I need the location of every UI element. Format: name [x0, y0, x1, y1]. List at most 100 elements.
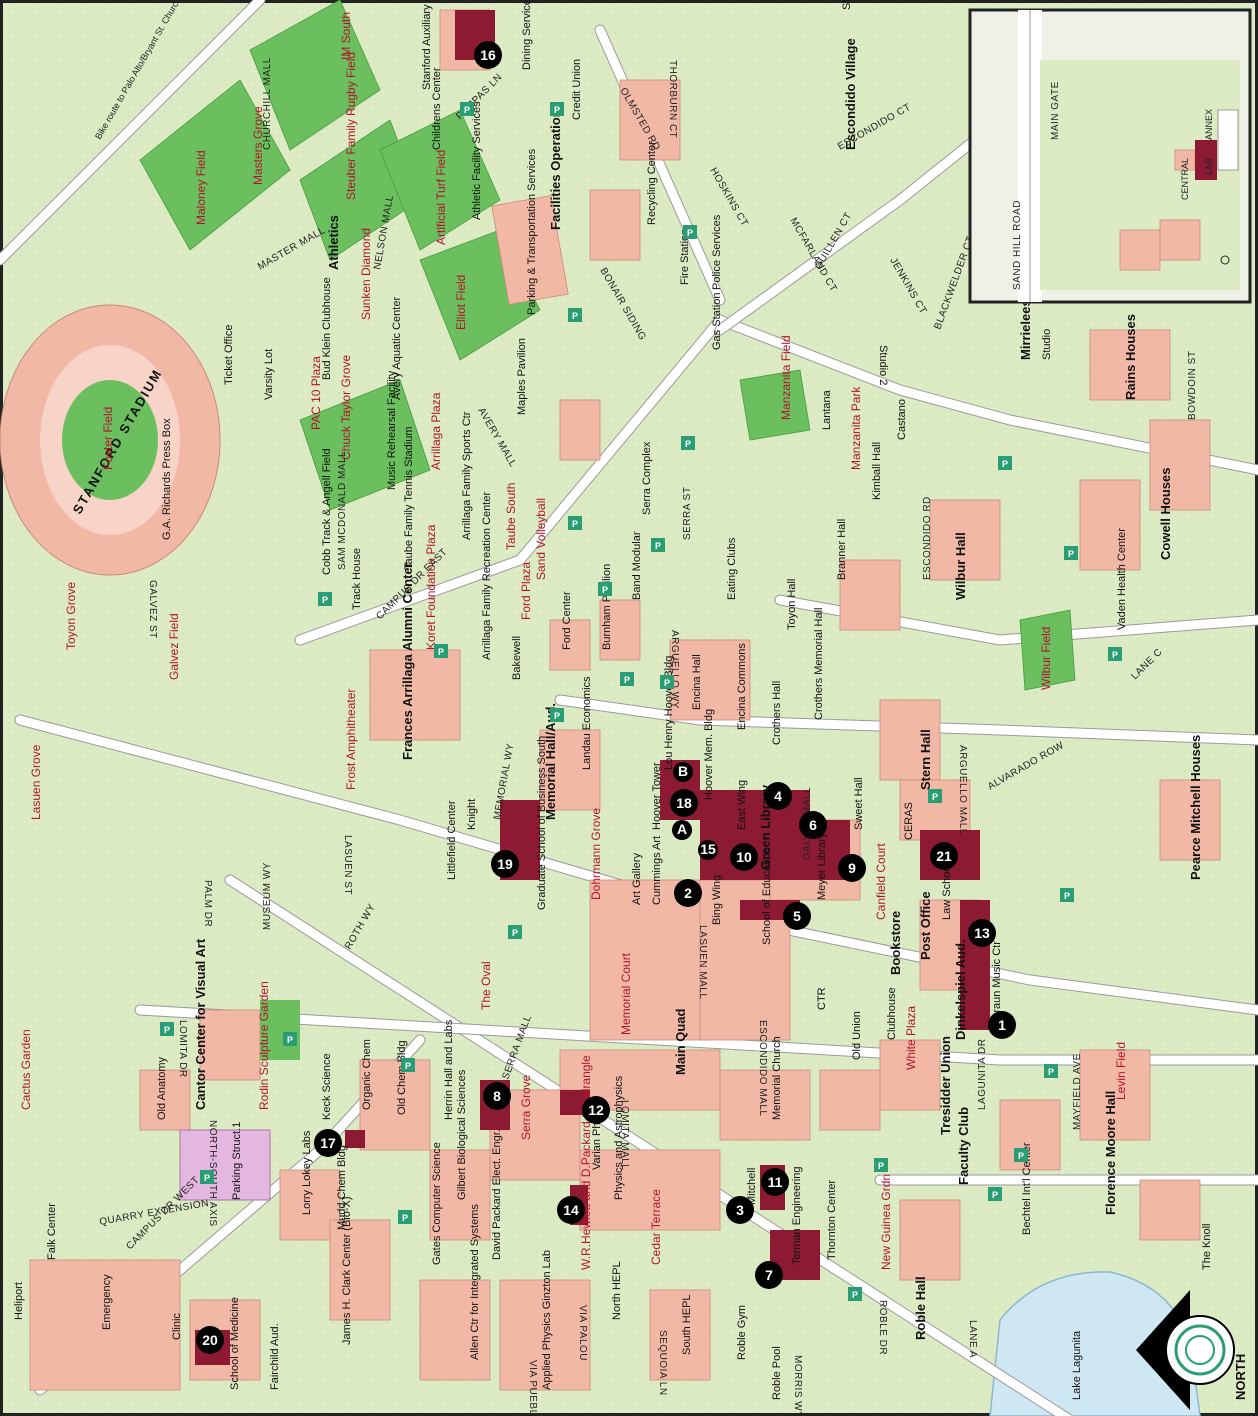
cedar-terrace-label[interactable]: Cedar Terrace: [649, 1189, 663, 1265]
toyon-hall-label[interactable]: Toyon Hall: [786, 579, 798, 630]
manzanita-park-label[interactable]: Manzanita Park: [849, 386, 863, 470]
credit-union-label[interactable]: Credit Union: [571, 59, 583, 120]
lorry-lokey-label[interactable]: Lorry Lokey Labs: [301, 1130, 313, 1215]
parking-trans-label[interactable]: Parking & Transportation Services: [526, 148, 538, 315]
marker-17[interactable]: 17: [314, 1129, 342, 1157]
mudd-chem-label[interactable]: Mudd Chem Bldg: [336, 1145, 348, 1230]
rodin-label[interactable]: Rodin Sculpture Garden: [257, 981, 271, 1110]
athletic-facility-label[interactable]: Athletic Facility Services: [471, 101, 483, 220]
police-label[interactable]: Police Services: [711, 214, 723, 290]
encina-hall-label[interactable]: Encina Hall: [691, 654, 703, 710]
fairchild-label[interactable]: Fairchild Aud.: [269, 1323, 281, 1390]
physics-astro-label[interactable]: Physics and Astrophysics: [613, 1075, 625, 1200]
ga-richards-label[interactable]: G.A. Richards Press Box: [161, 418, 173, 540]
parking-icon[interactable]: P: [434, 644, 448, 658]
pearce-mitchell-label[interactable]: Pearce Mitchell Houses: [1188, 735, 1203, 880]
mirrielees-label[interactable]: Mirrielees: [1018, 299, 1033, 360]
canfield-label[interactable]: Canfield Court: [874, 843, 888, 920]
studio-label[interactable]: Studio: [1041, 329, 1053, 360]
music-rehearsal-label[interactable]: Music Rehearsal Facility: [386, 370, 398, 490]
bakewell-label[interactable]: Bakewell: [511, 636, 523, 680]
marker-19[interactable]: 19: [491, 850, 519, 878]
parking-icon[interactable]: P: [1060, 888, 1074, 902]
hoover-tower-label[interactable]: Hoover Tower: [651, 762, 663, 830]
parking-icon[interactable]: P: [681, 436, 695, 450]
post-office-label[interactable]: Post Office: [918, 891, 933, 960]
braun-label[interactable]: Braun Music Ctr: [991, 941, 1003, 1020]
studio3-label[interactable]: Studio 3: [841, 0, 853, 10]
marker-21[interactable]: 21: [930, 842, 958, 870]
herrin-label[interactable]: Herrin Hall and Labs: [443, 1019, 455, 1120]
school-ed-label[interactable]: School of Education: [761, 847, 773, 945]
dohrmann-label[interactable]: Dohrmann Grove: [589, 808, 603, 900]
sweet-hall-label[interactable]: Sweet Hall: [853, 777, 865, 830]
parking-icon[interactable]: P: [1044, 1064, 1058, 1078]
recycling-label[interactable]: Recycling Center: [646, 141, 658, 225]
parking-icon[interactable]: P: [401, 1058, 415, 1072]
lake-lagunita-label[interactable]: Lake Lagunita: [1071, 1330, 1083, 1400]
parking-struct-label[interactable]: Parking Struct.1: [231, 1122, 243, 1200]
kimball-label[interactable]: Kimball Hall: [871, 442, 883, 500]
gsb-label[interactable]: Graduate School of Business South: [536, 736, 548, 910]
law-school-label[interactable]: Law School: [941, 863, 953, 920]
marker-3[interactable]: 3: [726, 1196, 754, 1224]
littlefield-label[interactable]: Littlefield Center: [446, 800, 458, 880]
studio2-label[interactable]: Studio 2: [877, 345, 889, 385]
cummings-art-label[interactable]: Cummings Art: [651, 836, 663, 905]
arrillaga-plaza-label[interactable]: Arrillaga Plaza: [429, 392, 443, 470]
florence-moore-label[interactable]: Florence Moore Hall: [1103, 1091, 1118, 1215]
serra-complex-label[interactable]: Serra Complex: [641, 441, 653, 515]
track-house-label[interactable]: Track House: [351, 548, 363, 610]
parking-icon[interactable]: P: [620, 672, 634, 686]
parking-icon[interactable]: P: [398, 1210, 412, 1224]
masters-grove-label[interactable]: Masters Grove: [251, 106, 265, 185]
parking-icon[interactable]: P: [568, 308, 582, 322]
parking-icon[interactable]: P: [1064, 546, 1078, 560]
parking-icon[interactable]: P: [1108, 647, 1122, 661]
galvez-field-label[interactable]: Galvez Field: [167, 613, 181, 680]
parking-icon[interactable]: P: [550, 708, 564, 722]
wilbur-field-label[interactable]: Wilbur Field: [1039, 627, 1053, 690]
ticket-office-label[interactable]: Ticket Office: [223, 324, 235, 385]
frost-label[interactable]: Frost Amphitheater: [344, 689, 358, 790]
parking-structure-1[interactable]: [179, 1129, 271, 1201]
elliot-field-label[interactable]: Elliot Field: [454, 275, 468, 330]
marker-A[interactable]: A: [672, 820, 692, 840]
parking-icon[interactable]: P: [200, 1170, 214, 1184]
stanford-aux-label[interactable]: Stanford Auxiliary Library: [421, 0, 433, 90]
the-knoll-label[interactable]: The Knoll: [1201, 1224, 1213, 1270]
faculty-club-label[interactable]: Faculty Club: [956, 1107, 971, 1185]
marker-2[interactable]: 2: [674, 879, 702, 907]
maples-pavilion-label[interactable]: Maples Pavilion: [516, 338, 528, 415]
bechtel-label[interactable]: Bechtel Int'l Center: [1021, 1142, 1033, 1235]
clark-label[interactable]: James H. Clark Center (Bio-X): [341, 1196, 353, 1345]
parking-icon[interactable]: P: [1014, 1148, 1028, 1162]
marker-7[interactable]: 7: [755, 1261, 783, 1289]
marker-15[interactable]: 15: [698, 840, 718, 860]
marker-8[interactable]: 8: [483, 1082, 511, 1110]
parking-icon[interactable]: P: [874, 1158, 888, 1172]
marker-4[interactable]: 4: [764, 782, 792, 810]
knight-label[interactable]: Knight: [466, 799, 478, 830]
roble-pool-label[interactable]: Roble Pool: [771, 1346, 783, 1400]
chuck-taylor-label[interactable]: Chuck Taylor Grove: [339, 355, 353, 460]
old-anatomy-label[interactable]: Old Anatomy: [156, 1057, 168, 1120]
old-chem-label[interactable]: Old Chem Bldg: [396, 1040, 408, 1115]
parking-icon[interactable]: P: [988, 1187, 1002, 1201]
varsity-lot-label[interactable]: Varsity Lot: [263, 349, 275, 400]
new-guinea-label[interactable]: New Guinea Grdn: [879, 1174, 893, 1270]
ford-plaza-label[interactable]: Ford Plaza: [519, 562, 533, 620]
parking-icon[interactable]: P: [598, 582, 612, 596]
parking-icon[interactable]: P: [460, 102, 474, 116]
parking-icon[interactable]: P: [848, 1287, 862, 1301]
memorial-hall-label[interactable]: Memorial Hall/Aud.: [543, 703, 558, 820]
lasuen-grove-label[interactable]: Lasuen Grove: [29, 744, 43, 820]
castano-label[interactable]: Castano: [896, 399, 908, 440]
bud-klein-label[interactable]: Bud Klein Clubhouse: [321, 277, 333, 380]
roble-hall-label[interactable]: Roble Hall: [913, 1276, 928, 1340]
keck-label[interactable]: Keck Science: [321, 1053, 333, 1120]
falk-label[interactable]: Falk Center: [46, 1203, 58, 1260]
band-label[interactable]: Band Modular: [631, 531, 643, 600]
burnham-label[interactable]: Burnham Pavilion: [601, 564, 613, 650]
